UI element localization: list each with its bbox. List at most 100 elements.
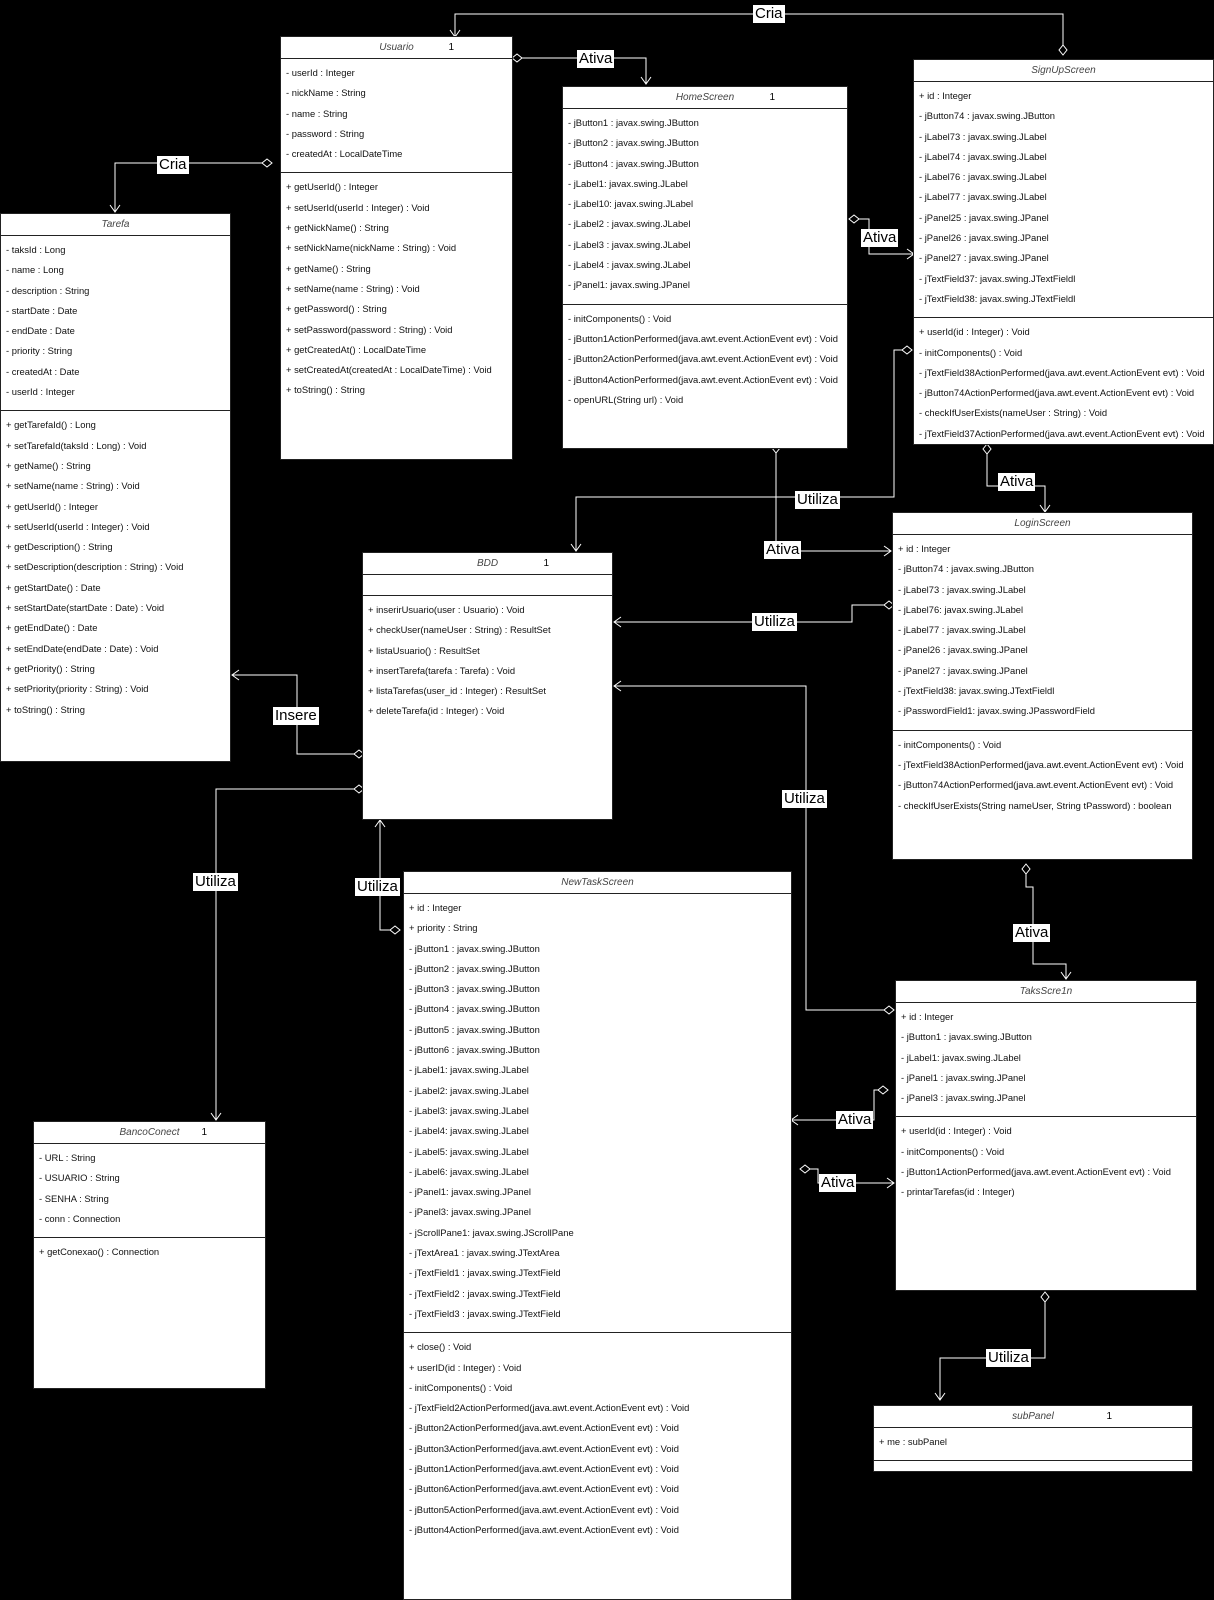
method-row: + userID(id : Integer) : Void <box>409 1361 522 1373</box>
class-name: NewTaskScreen <box>404 872 791 894</box>
method-row: + insertTarefa(tarefa : Tarefa) : Void <box>368 664 516 676</box>
attribute-row: + priority : String <box>409 922 478 934</box>
method-row: + setTarefaId(taksId : Long) : Void <box>6 439 147 451</box>
diamond-login-bottom <box>1021 863 1031 875</box>
class-signupscreen[interactable]: SignUpScreen+ id : Integer- jButton74 : … <box>913 59 1214 445</box>
diamond-usuario-right <box>511 53 523 63</box>
label-insere: Insere <box>273 707 319 725</box>
label-utiliza-login-bdd: Utiliza <box>752 613 797 631</box>
attribute-row: - jTextArea1 : javax.swing.JTextArea <box>409 1247 560 1259</box>
method-row: - initComponents() : Void <box>919 346 1023 358</box>
attribute-row: - jLabel4 : javax.swing.JLabel <box>568 259 691 271</box>
attribute-row: - jButton74 : javax.swing.JButton <box>898 563 1035 575</box>
method-row: + getEndDate() : Date <box>6 622 98 634</box>
attribute-row: - jPanel1: javax.swing.JPanel <box>568 279 690 291</box>
attribute-row: - jButton1 : javax.swing.JButton <box>409 942 540 954</box>
method-row: - openURL(String url) : Void <box>568 393 684 405</box>
method-row: + getName() : String <box>6 459 91 471</box>
class-name: TaksScre1n <box>896 981 1196 1003</box>
attributes-section <box>363 575 612 596</box>
method-row: - jButton1ActionPerformed(java.awt.event… <box>409 1463 679 1475</box>
attribute-row: - jScrollPane1: javax.swing.JScrollPane <box>409 1226 574 1238</box>
class-tarefa[interactable]: Tarefa- taksId : Long- name : Long- desc… <box>0 213 231 762</box>
method-row: - jButton4ActionPerformed(java.awt.event… <box>409 1523 679 1535</box>
method-row: - jButton6ActionPerformed(java.awt.event… <box>409 1483 679 1495</box>
method-row: - jButton2ActionPerformed(java.awt.event… <box>409 1422 679 1434</box>
methods-section: - initComponents() : Void- jButton1Actio… <box>563 305 847 418</box>
label-ativa-newtask-tasks: Ativa <box>819 1174 857 1192</box>
attribute-row: - jButton1 : javax.swing.JButton <box>901 1031 1032 1043</box>
methods-section: + getUserId() : Integer+ setUserId(userI… <box>281 173 512 408</box>
method-row: - jTextField2ActionPerformed(java.awt.ev… <box>409 1402 690 1414</box>
diamond-newtask-left <box>389 925 401 935</box>
class-taksscreen[interactable]: TaksScre1n+ id : Integer- jButton1 : jav… <box>895 980 1197 1291</box>
method-row: - printarTarefas(id : Integer) <box>901 1186 1015 1198</box>
label-utiliza-bdd-banco: Utiliza <box>193 873 238 891</box>
method-row: + checkUser(nameUser : String) : ResultS… <box>368 624 551 636</box>
attribute-row: - name : Long <box>6 264 64 276</box>
method-row: + setPriority(priority : String) : Void <box>6 683 149 695</box>
attributes-section: - URL : String- USUARIO : String- SENHA … <box>34 1144 265 1239</box>
attribute-row: - createdAt : Date <box>6 365 80 377</box>
method-row: - jButton74ActionPerformed(java.awt.even… <box>919 387 1195 399</box>
class-newtaskscreen[interactable]: NewTaskScreen + id : Integer + priority : … <box>403 871 792 1600</box>
method-row: + getNickName() : String <box>286 222 389 234</box>
method-row: - jTextField37ActionPerformed(java.awt.e… <box>919 427 1205 439</box>
class-name: LoginScreen <box>893 513 1192 535</box>
attribute-row: - jLabel1: javax.swing.JLabel <box>901 1051 1021 1063</box>
attribute-row: - jLabel1: javax.swing.JLabel <box>409 1064 529 1076</box>
method-row: - jButton2ActionPerformed(java.awt.event… <box>568 353 838 365</box>
attribute-row: - jPanel3 : javax.swing.JPanel <box>901 1092 1026 1104</box>
method-row: - jButton5ActionPerformed(java.awt.event… <box>409 1503 679 1515</box>
attributes-section: - taksId : Long- name : Long- descriptio… <box>1 236 230 412</box>
method-row: + getUserId() : Integer <box>6 500 98 512</box>
method-row: + inserirUsuario(user : Usuario) : Void <box>368 604 525 615</box>
method-row: + setUserId(userId : Integer) : Void <box>6 520 150 532</box>
class-loginscreen[interactable]: LoginScreen+ id : Integer- jButton74 : j… <box>892 512 1193 860</box>
attribute-row: - password : String <box>286 127 365 139</box>
methods-section <box>874 1461 1192 1481</box>
attribute-row: + id : Integer <box>409 902 462 913</box>
methods-section: + close() : Void + userID(id : Integer) :… <box>404 1333 791 1548</box>
label-ativa-tasks-newtask: Ativa <box>836 1111 874 1129</box>
label-cria-usuario-tarefa: Cria <box>157 156 189 174</box>
method-row: + toString() : String <box>286 384 365 396</box>
attribute-row: - createdAt : LocalDateTime <box>286 148 403 160</box>
attribute-row: - jButton5 : javax.swing.JButton <box>409 1023 540 1035</box>
methods-section: + userId(id : Integer) : Void- initCompo… <box>914 318 1213 452</box>
method-row: - jButton74ActionPerformed(java.awt.even… <box>898 779 1174 791</box>
attributes-section: + me : subPanel <box>874 1428 1192 1462</box>
attribute-row: - jLabel74 : javax.swing.JLabel <box>919 150 1047 162</box>
multiplicity: 1 <box>543 558 549 569</box>
method-row: + setName(name : String) : Void <box>286 282 420 294</box>
attributes-section: + id : Integer- jButton74 : javax.swing.… <box>914 82 1213 319</box>
attribute-row: - URL : String <box>39 1152 96 1163</box>
method-row: - jButton3ActionPerformed(java.awt.event… <box>409 1442 679 1454</box>
method-row: + setUserId(userId : Integer) : Void <box>286 201 430 213</box>
attribute-row: - SENHA : String <box>39 1192 109 1204</box>
attribute-row: - jButton6 : javax.swing.JButton <box>409 1044 540 1056</box>
diamond-signup-top <box>1058 44 1068 56</box>
attribute-row: + me : subPanel <box>879 1436 948 1447</box>
diamond-tasks-left <box>883 1005 895 1015</box>
method-row: + getDescription() : String <box>6 541 113 553</box>
rel-cria-usuario-tarefa <box>114 162 272 212</box>
methods-section: - initComponents() : Void- jTextField38A… <box>893 731 1192 824</box>
label-utiliza-newtask-bdd: Utiliza <box>355 878 400 896</box>
multiplicity: 1 <box>1106 1411 1112 1422</box>
label-utiliza-tasks-subpanel: Utiliza <box>986 1349 1031 1367</box>
method-row: + listaTarefas(user_id : Integer) : Resu… <box>368 685 546 697</box>
method-row: + close() : Void <box>409 1341 472 1353</box>
attribute-row: - jButton74 : javax.swing.JButton <box>919 110 1056 122</box>
attributes-section: + id : Integer- jButton74 : javax.swing.… <box>893 535 1192 731</box>
methods-section: + userId(id : Integer) : Void- initCompo… <box>896 1117 1196 1210</box>
method-row: + setPassword(password : String) : Void <box>286 323 453 335</box>
attribute-row: - jPanel27 : javax.swing.JPanel <box>898 664 1028 676</box>
attribute-row: - jLabel1: javax.swing.JLabel <box>568 177 688 189</box>
